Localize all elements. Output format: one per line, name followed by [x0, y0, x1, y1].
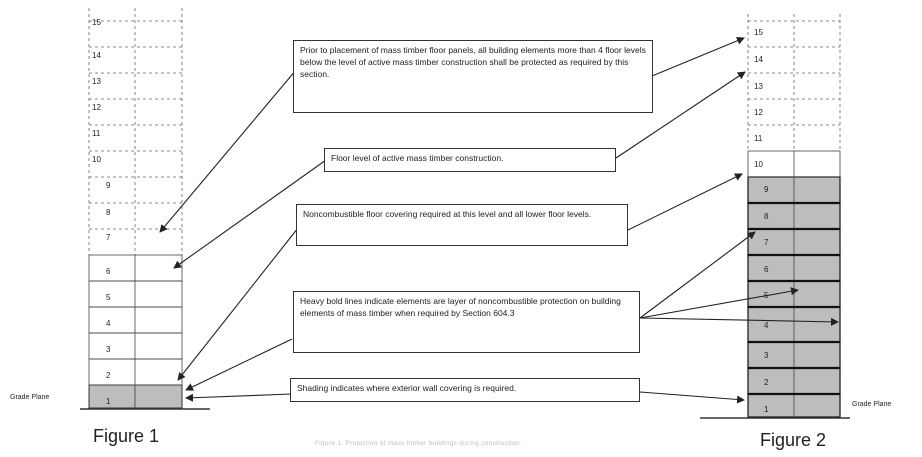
arrow-note5-figure1: [185, 338, 293, 391]
figure1-floor-2: [88, 358, 183, 386]
note-shading: Shading indicates where exterior wall co…: [290, 378, 640, 402]
figure1-floor-label-1: 1: [106, 397, 111, 406]
figure2-caption: Figure 2: [760, 430, 827, 450]
arrow-note1-figure1: [159, 69, 297, 233]
arrow-note1-figure2: [651, 36, 745, 77]
figure1-floor-label-4: 4: [106, 319, 111, 328]
figure-footer-caption: Figure 1. Protection of mass timber buil…: [315, 440, 522, 447]
figure1-floor-3: [88, 332, 183, 360]
figure2-floor-label-15: 15: [754, 28, 763, 37]
figure1-building: 1 2 3 4 5 6 7 8 9 10 11 12 13 14 15: [80, 8, 210, 410]
figure2-floor-label-14: 14: [754, 55, 763, 64]
figure1-floor-label-12: 12: [92, 103, 101, 112]
arrow-note2-figure2: [615, 71, 746, 159]
note-noncombustible-floor-covering: Noncombustible floor covering required a…: [296, 204, 628, 246]
figure1-floor-label-2: 2: [106, 371, 111, 380]
figure2-floor-label-13: 13: [754, 82, 763, 91]
arrow-note3-figure1: [177, 227, 299, 381]
figure2-floor-label-2: 2: [764, 378, 769, 387]
figure1-floor-label-7: 7: [106, 233, 111, 242]
figure2-floor-label-3: 3: [764, 351, 769, 360]
figure1-floor-label-8: 8: [106, 208, 111, 217]
arrow-note5-figure1b: [185, 393, 293, 402]
note-heavy-bold-lines: Heavy bold lines indicate elements are l…: [293, 291, 640, 353]
figure2-floor-label-4: 4: [764, 321, 769, 330]
figure1-floor-5: [88, 280, 183, 308]
figure1-floor-label-13: 13: [92, 77, 101, 86]
figure1-floor-label-10: 10: [92, 155, 101, 164]
note-protect-lower-floors: Prior to placement of mass timber floor …: [293, 40, 653, 113]
figure2-building: 1 2 3 4 5 6 7 8 9 10 11 12 13 14 15: [700, 14, 850, 419]
note-active-floor-level: Floor level of active mass timber constr…: [324, 148, 616, 172]
figure1-floor-label-6: 6: [106, 267, 111, 276]
arrow-note5-figure2: [639, 391, 745, 404]
figure1-floor-label-9: 9: [106, 181, 111, 190]
arrow-note2-figure1: [173, 159, 327, 269]
figure1-floor-label-15: 15: [92, 18, 101, 27]
figure1-floor-label-3: 3: [106, 345, 111, 354]
figure1-caption: Figure 1: [93, 426, 160, 446]
figure2-floor-label-12: 12: [754, 108, 763, 117]
figure2-floor-label-8: 8: [764, 212, 769, 221]
figure1-floor-4: [88, 306, 183, 334]
figure2-floor-label-6: 6: [764, 265, 769, 274]
figure1-floor-label-5: 5: [106, 293, 111, 302]
figure2-floor-label-1: 1: [764, 405, 769, 414]
figure1-floor-label-14: 14: [92, 51, 101, 60]
arrow-note4-c: [639, 317, 839, 326]
figure2-floor-label-11: 11: [754, 134, 763, 143]
figure2-grade-plane-label: Grade Plane: [852, 401, 892, 408]
arrow-note3-figure2: [627, 173, 743, 231]
leader-arrows: [159, 36, 839, 404]
arrow-note4-a: [639, 231, 756, 319]
figure2-floor-label-7: 7: [764, 238, 769, 247]
figure2-floor-label-9: 9: [764, 185, 769, 194]
figure1-floor-label-11: 11: [92, 129, 101, 138]
figure1-grade-plane-label: Grade Plane: [10, 394, 50, 401]
arrow-note4-b: [639, 287, 799, 319]
figure1-floor-6: [88, 254, 183, 282]
figure2-floor-label-10: 10: [754, 160, 763, 169]
